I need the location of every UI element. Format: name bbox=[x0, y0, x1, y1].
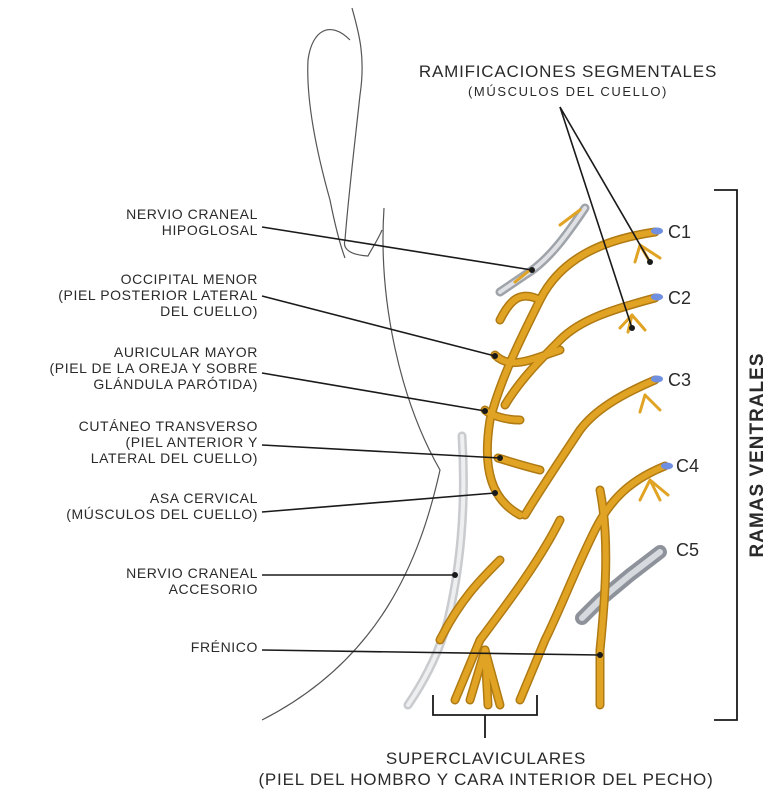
asa-leader bbox=[261, 492, 496, 513]
c4-branch bbox=[517, 463, 668, 703]
c4-root-tip bbox=[661, 462, 673, 470]
asa-label-1: ASA CERVICAL bbox=[150, 490, 258, 506]
frenico-leader bbox=[261, 649, 601, 656]
hipoglosal-label-2: HIPOGLOSAL bbox=[162, 222, 258, 238]
asa-dot bbox=[492, 490, 498, 496]
segment-c5: C5 bbox=[676, 540, 699, 560]
phrenic-branch bbox=[597, 487, 609, 708]
c1-twigs bbox=[633, 243, 662, 264]
c1-root-tip bbox=[651, 227, 663, 235]
occipital-label-1: OCCIPITAL MENOR bbox=[121, 271, 258, 287]
occipital-label-2: (PIEL POSTERIOR LATERAL bbox=[58, 287, 258, 303]
c4-twigs bbox=[638, 478, 670, 502]
ventral-bracket bbox=[714, 189, 738, 721]
hypoglossal-vessel bbox=[495, 203, 590, 297]
upper-twigs bbox=[513, 208, 582, 284]
segmental-subtitle: (MÚSCULOS DEL CUELLO) bbox=[468, 84, 668, 99]
occipital-dot bbox=[492, 353, 498, 359]
supraclavicular-subtitle: (PIEL DEL HOMBRO Y CARA INTERIOR DEL PEC… bbox=[258, 770, 713, 789]
occipital-label-3: DEL CUELLO) bbox=[160, 303, 258, 319]
root-tips bbox=[651, 227, 673, 470]
segmental-title: RAMIFICACIONES SEGMENTALES bbox=[419, 62, 717, 81]
leader-dots bbox=[452, 259, 653, 658]
auricular-label-1: AURICULAR MAYOR bbox=[114, 344, 258, 360]
left-labels: NERVIO CRANEAL HIPOGLOSAL OCCIPITAL MENO… bbox=[50, 206, 259, 655]
c3-twigs bbox=[638, 393, 662, 414]
accesorio-label-1: NERVIO CRANEAL bbox=[126, 565, 258, 581]
ventral-branches-label: RAMAS VENTRALES bbox=[747, 352, 768, 557]
ear-inner-outline bbox=[307, 29, 351, 259]
segmental-dot-1 bbox=[647, 259, 653, 265]
auricular-branch bbox=[492, 347, 563, 366]
occipital-leader bbox=[261, 295, 496, 357]
nerve-twigs bbox=[513, 208, 670, 502]
segment-c1: C1 bbox=[668, 222, 691, 242]
c5-vessel-highlight bbox=[579, 549, 663, 621]
hipoglosal-label-1: NERVIO CRANEAL bbox=[126, 206, 258, 222]
cutaneo-label-1: CUTÁNEO TRANSVERSO bbox=[79, 418, 258, 434]
segmental-leader-1 bbox=[559, 106, 651, 263]
cutaneo-label-2: (PIEL ANTERIOR Y bbox=[125, 434, 258, 450]
frenico-dot bbox=[597, 652, 603, 658]
accessory-vessel-highlight bbox=[406, 434, 466, 707]
segment-labels: C1 C2 C3 C4 C5 bbox=[668, 222, 699, 560]
nerve-plexus bbox=[435, 208, 673, 710]
supraclavicular-title: SUPERCLAVICULARES bbox=[386, 749, 586, 768]
auricular-dot bbox=[482, 408, 488, 414]
neck-contour bbox=[261, 207, 441, 721]
cutaneo-leader bbox=[261, 444, 501, 459]
auricular-label-3: GLÁNDULA PARÓTIDA) bbox=[93, 376, 258, 392]
cutaneo-label-3: LATERAL DEL CUELLO) bbox=[91, 450, 258, 466]
supraclavicular-branch-4 bbox=[482, 647, 491, 708]
c3-branch bbox=[522, 377, 658, 518]
accessory-vessel bbox=[403, 431, 468, 710]
c2-branch bbox=[502, 295, 658, 408]
occipital-branch bbox=[497, 293, 543, 323]
neck-outline bbox=[261, 7, 441, 721]
asa-label-2: (MÚSCULOS DEL CUELLO) bbox=[66, 506, 258, 522]
accessory-link-branch bbox=[437, 557, 503, 643]
cutaneo-dot bbox=[497, 455, 503, 461]
leader-lines bbox=[261, 106, 651, 656]
accesorio-label-2: ACCESORIO bbox=[169, 581, 258, 597]
auricular-label-2: (PIEL DE LA OREJA Y SOBRE bbox=[50, 360, 259, 376]
segmental-dot-2 bbox=[629, 325, 635, 331]
c2-root-tip bbox=[651, 293, 663, 301]
segment-c3: C3 bbox=[668, 370, 691, 390]
auricular-leader bbox=[261, 372, 486, 412]
segment-c4: C4 bbox=[676, 456, 699, 476]
hipoglosal-dot bbox=[529, 267, 535, 273]
segment-c2: C2 bbox=[668, 288, 691, 308]
segmental-leader-2 bbox=[559, 106, 633, 329]
supraclavicular-bracket bbox=[432, 695, 538, 738]
accesorio-dot bbox=[452, 572, 458, 578]
frenico-label: FRÉNICO bbox=[191, 639, 258, 655]
hipoglosal-leader bbox=[261, 226, 533, 271]
supraclavicular-branch-1 bbox=[452, 517, 563, 703]
c3-root-tip bbox=[651, 375, 663, 383]
ear-outline bbox=[343, 7, 383, 257]
c1-c2-loop bbox=[484, 229, 658, 518]
